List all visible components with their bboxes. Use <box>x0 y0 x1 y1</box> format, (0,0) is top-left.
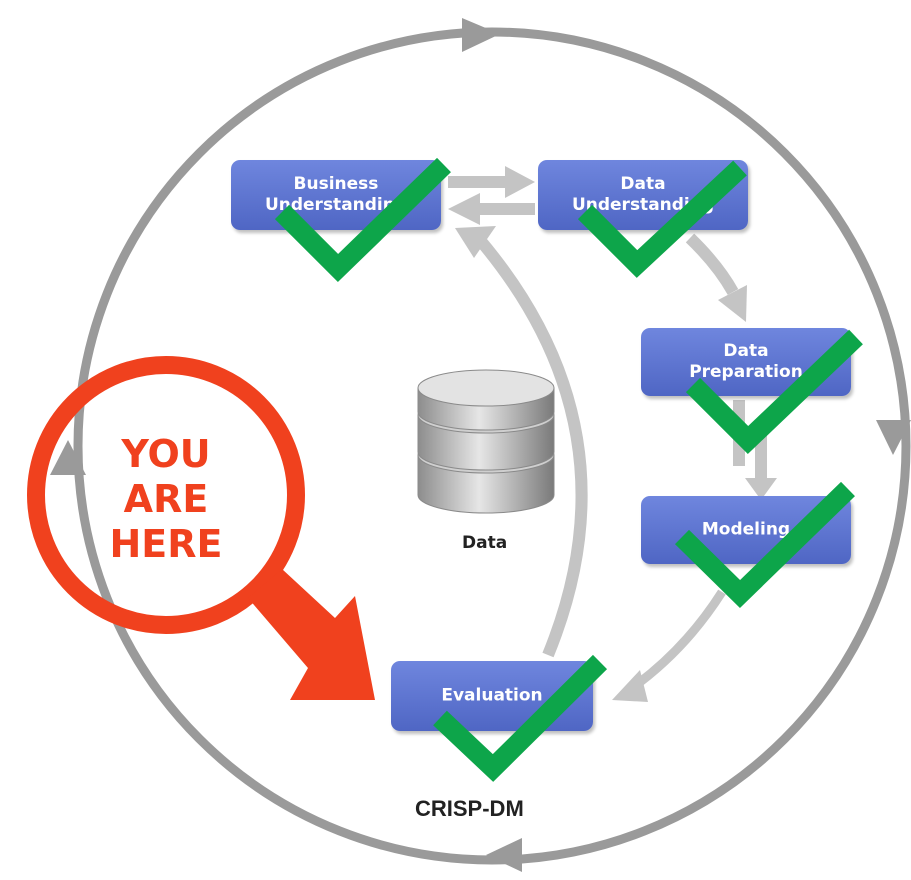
you-are-here-marker <box>27 356 375 700</box>
phase-label: Data Preparation <box>689 341 803 382</box>
flow-arrow-eval-bu <box>475 236 588 658</box>
cycle-arrowhead-left <box>50 440 86 475</box>
magnifier-ring <box>27 356 305 634</box>
flow-arrow-mod-eval <box>629 589 726 692</box>
diagram-title: CRISP-DM <box>415 796 524 821</box>
check-icon-business-understanding <box>274 157 451 283</box>
flow-arrowhead-bu-du <box>505 166 535 198</box>
cycle-arrowhead-bottom <box>486 838 522 872</box>
phase-label: Modeling <box>701 519 791 540</box>
flow-arrowhead-mod-eval <box>612 670 648 702</box>
flow-arrowhead-du-dp <box>718 285 747 322</box>
cycle-arrowhead-right <box>876 420 911 455</box>
flow-arrowhead-eval-bu <box>455 226 496 258</box>
check-icon-modeling <box>674 481 855 608</box>
phase-label: Evaluation <box>441 685 543 706</box>
cycle-arrowhead-top <box>462 18 500 52</box>
database-icon <box>417 369 555 514</box>
phase-label: Data Understanding <box>571 174 715 215</box>
phase-label: Business Understanding <box>264 174 408 215</box>
you-are-here-text: YOU ARE HERE <box>109 432 223 566</box>
check-icon-evaluation <box>433 654 608 782</box>
flow-arrowhead-du-bu <box>448 193 480 225</box>
flow-arrow-du-dp <box>685 233 739 295</box>
check-icon-data-understanding <box>577 160 747 278</box>
database-label: Data <box>462 533 508 553</box>
phase-data-understanding: Data Understanding <box>538 160 748 230</box>
flow-arrowhead-dp-mod <box>745 478 777 500</box>
check-icon-data-preparation <box>685 329 863 454</box>
flow-arrow-du-bu <box>475 203 535 215</box>
flow-arrow-bu-du <box>448 176 510 188</box>
magnifier-handle-arrow <box>248 569 375 700</box>
